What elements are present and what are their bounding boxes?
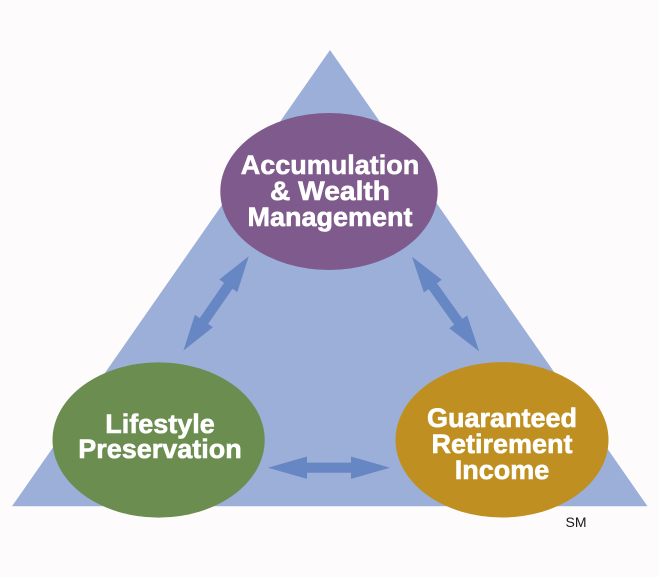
svg-text:Preservation: Preservation xyxy=(78,434,242,464)
svg-text:Income: Income xyxy=(455,455,550,485)
svg-text:Guaranteed: Guaranteed xyxy=(427,403,577,433)
svg-text:Retirement: Retirement xyxy=(431,429,572,459)
svg-text:Management: Management xyxy=(247,202,412,232)
svg-text:SM: SM xyxy=(566,514,587,530)
svg-text:Accumulation: Accumulation xyxy=(241,150,420,180)
svg-text:& Wealth: & Wealth xyxy=(270,176,390,206)
svg-text:Lifestyle: Lifestyle xyxy=(105,409,215,439)
